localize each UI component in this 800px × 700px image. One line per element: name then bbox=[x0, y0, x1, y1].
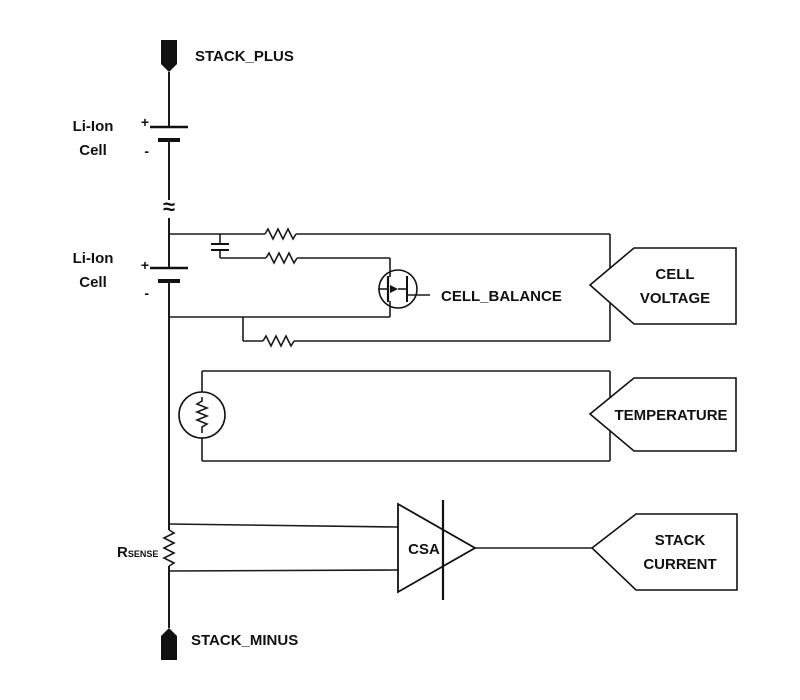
top-cell-label-line1: Li-Ion bbox=[73, 118, 114, 135]
stack-minus-terminal bbox=[161, 628, 177, 660]
top-cell-plus-sign: + bbox=[141, 114, 149, 130]
temperature-label: TEMPERATURE bbox=[614, 407, 727, 424]
rsense-label: RSENSE bbox=[117, 544, 158, 561]
cell-voltage-label-line1: CELL bbox=[655, 266, 694, 283]
filter-capacitor bbox=[211, 243, 229, 251]
stack-current-output-shape bbox=[590, 513, 738, 591]
stack-plus-label: STACK_PLUS bbox=[195, 48, 294, 65]
cell-voltage-wiring bbox=[169, 233, 611, 342]
bottom-cell-symbol bbox=[150, 266, 188, 628]
resistor-voltage-bottom bbox=[262, 334, 295, 348]
stack-current-label-line2: CURRENT bbox=[643, 556, 716, 573]
top-cell-symbol bbox=[150, 125, 188, 200]
break-symbol: ≈ bbox=[163, 194, 175, 219]
stack-plus-terminal bbox=[161, 40, 177, 127]
stack-minus-label: STACK_MINUS bbox=[191, 632, 298, 649]
thermistor bbox=[178, 391, 226, 439]
stack-current-label-line1: STACK bbox=[655, 532, 706, 549]
cell-voltage-label-line2: VOLTAGE bbox=[640, 290, 710, 307]
top-cell-label-line2: Cell bbox=[79, 142, 107, 159]
bottom-cell-minus-sign: - bbox=[144, 285, 149, 301]
temperature-wiring bbox=[201, 370, 611, 462]
sense-resistor bbox=[162, 529, 176, 567]
resistor-balance-gate bbox=[265, 251, 298, 265]
cell-balance-label: CELL_BALANCE bbox=[441, 288, 562, 305]
cell-voltage-output-shape bbox=[588, 247, 737, 325]
bottom-cell-label-line2: Cell bbox=[79, 274, 107, 291]
bottom-cell-plus-sign: + bbox=[141, 257, 149, 273]
top-cell-minus-sign: - bbox=[144, 143, 149, 159]
balance-mosfet bbox=[378, 258, 430, 317]
csa-label: CSA bbox=[408, 541, 440, 558]
bottom-cell-label-line1: Li-Ion bbox=[73, 250, 114, 267]
resistor-voltage-top bbox=[264, 227, 297, 241]
current-sense-wiring bbox=[168, 523, 592, 572]
temperature-output-shape bbox=[588, 377, 737, 452]
csa-amplifier bbox=[397, 500, 477, 600]
